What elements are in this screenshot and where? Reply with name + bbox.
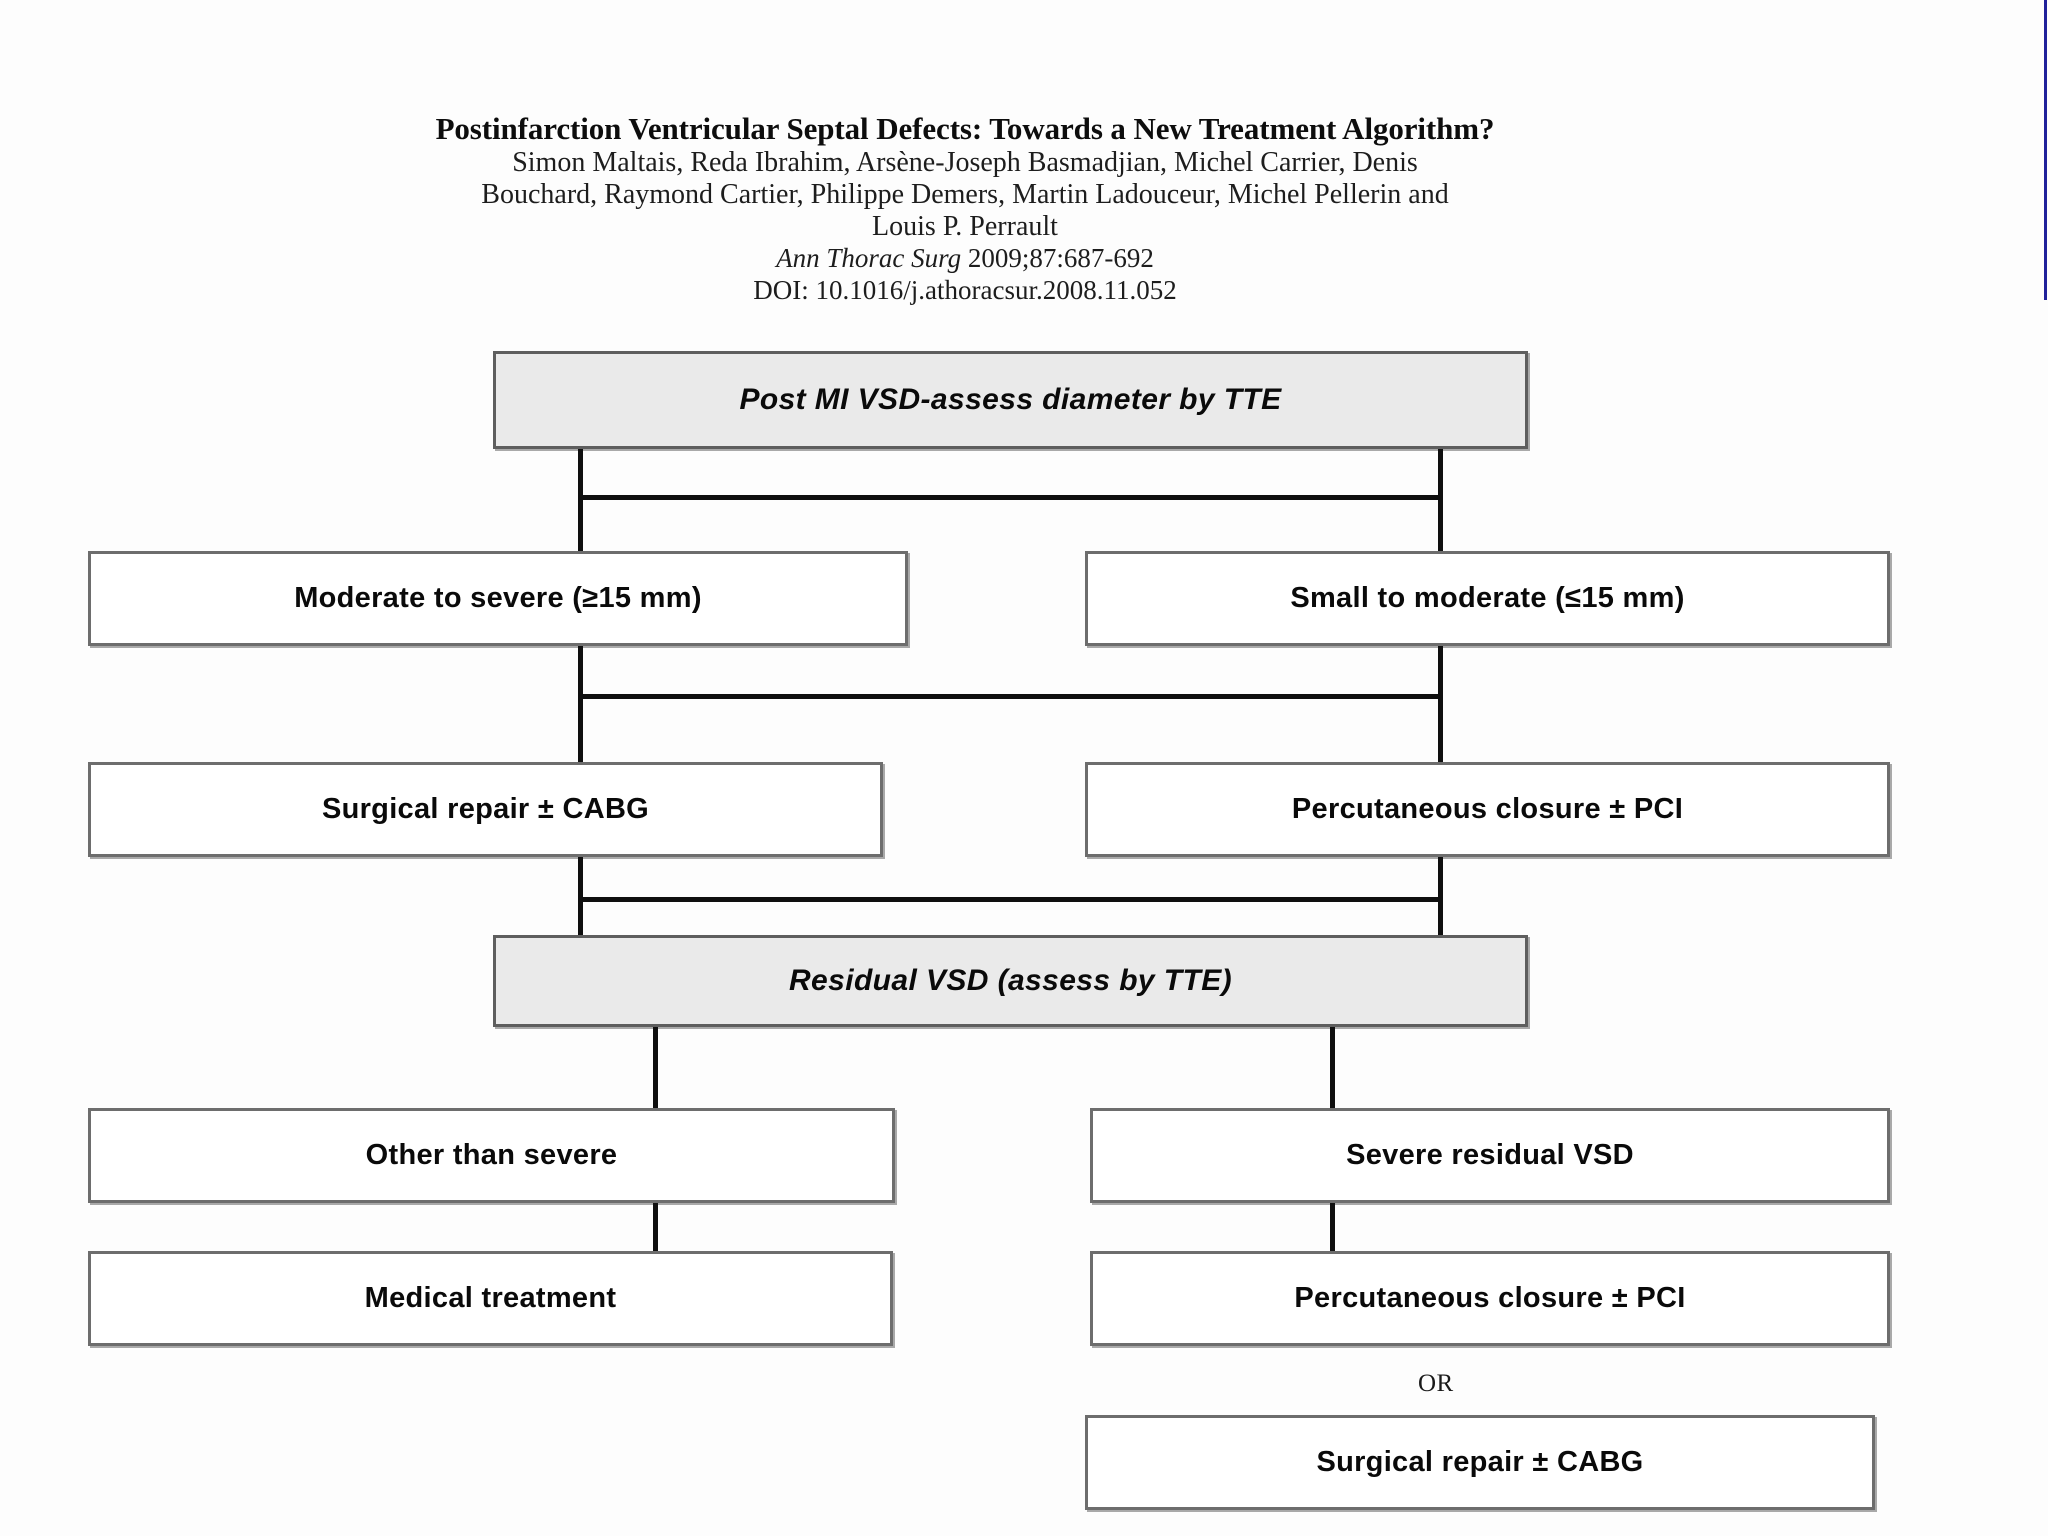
doi-text: DOI: 10.1016/j.athoracsur.2008.11.052	[753, 275, 1177, 306]
flow-node-percutaneous-closure-2[interactable]: Percutaneous closure ± PCI	[1090, 1251, 1890, 1346]
author-list: Simon Maltais, Reda Ibrahim, Arsène-Jose…	[0, 147, 1930, 242]
flow-node-small-moderate-label: Small to moderate (≤15 mm)	[1290, 582, 1685, 614]
flow-node-root[interactable]: Post MI VSD-assess diameter by TTE	[493, 351, 1528, 449]
edge-root-split-bar	[578, 495, 1443, 500]
edge-row2-cross-bar	[578, 694, 1443, 699]
article-header: Postinfarction Ventricular Septal Defect…	[0, 112, 1930, 307]
scan-edge-artifact	[2044, 0, 2047, 300]
edge-row3-cross-bar	[578, 897, 1443, 902]
page-title: Postinfarction Ventricular Septal Defect…	[435, 111, 1495, 146]
journal-name: Ann Thorac Surg	[776, 243, 962, 274]
author-line-3: Louis P. Perrault	[872, 210, 1058, 242]
journal-citation: Ann Thorac Surg 2009;87:687-692	[0, 243, 1930, 275]
edge-residual-to-other-severe	[653, 1027, 658, 1109]
flow-node-residual-vsd[interactable]: Residual VSD (assess by TTE)	[493, 935, 1528, 1027]
flow-node-medical-treatment[interactable]: Medical treatment	[88, 1251, 893, 1346]
flow-node-moderate-severe-label: Moderate to severe (≥15 mm)	[294, 582, 702, 614]
flow-node-small-moderate[interactable]: Small to moderate (≤15 mm)	[1085, 551, 1890, 646]
edge-severe-residual-to-percutaneous-2	[1330, 1203, 1335, 1252]
edge-residual-to-severe-residual	[1330, 1027, 1335, 1109]
flow-node-percutaneous-closure-label: Percutaneous closure ± PCI	[1291, 793, 1684, 825]
flow-node-surgical-repair-label: Surgical repair ± CABG	[321, 793, 650, 825]
flow-node-surgical-repair-2[interactable]: Surgical repair ± CABG	[1085, 1415, 1875, 1510]
flow-node-surgical-repair-2-label: Surgical repair ± CABG	[1316, 1446, 1644, 1478]
flow-node-other-than-severe-label: Other than severe	[365, 1139, 618, 1171]
flow-node-percutaneous-closure[interactable]: Percutaneous closure ± PCI	[1085, 762, 1890, 857]
edge-other-severe-to-medical	[653, 1203, 658, 1252]
author-line-2: Bouchard, Raymond Cartier, Philippe Deme…	[481, 179, 1449, 211]
flow-node-other-than-severe[interactable]: Other than severe	[88, 1108, 895, 1203]
edge-root-right-stem	[1438, 449, 1443, 555]
flow-node-severe-residual-vsd-label: Severe residual VSD	[1346, 1139, 1634, 1171]
edge-root-left-stem	[578, 449, 583, 555]
flow-node-percutaneous-closure-2-label: Percutaneous closure ± PCI	[1294, 1282, 1686, 1314]
flow-node-moderate-severe[interactable]: Moderate to severe (≥15 mm)	[88, 551, 908, 646]
citation-volume-pages: 2009;87:687-692	[967, 243, 1154, 274]
or-connector-label: OR	[1418, 1370, 1454, 1397]
author-line-1: Simon Maltais, Reda Ibrahim, Arsène-Jose…	[512, 147, 1418, 179]
edge-small-to-percutaneous	[1438, 646, 1443, 763]
flow-node-root-label: Post MI VSD-assess diameter by TTE	[739, 383, 1282, 416]
edge-moderate-to-surgical	[578, 646, 583, 763]
flow-node-residual-vsd-label: Residual VSD (assess by TTE)	[788, 964, 1233, 997]
flow-node-severe-residual-vsd[interactable]: Severe residual VSD	[1090, 1108, 1890, 1203]
flow-node-surgical-repair[interactable]: Surgical repair ± CABG	[88, 762, 883, 857]
flow-node-medical-treatment-label: Medical treatment	[364, 1282, 617, 1314]
